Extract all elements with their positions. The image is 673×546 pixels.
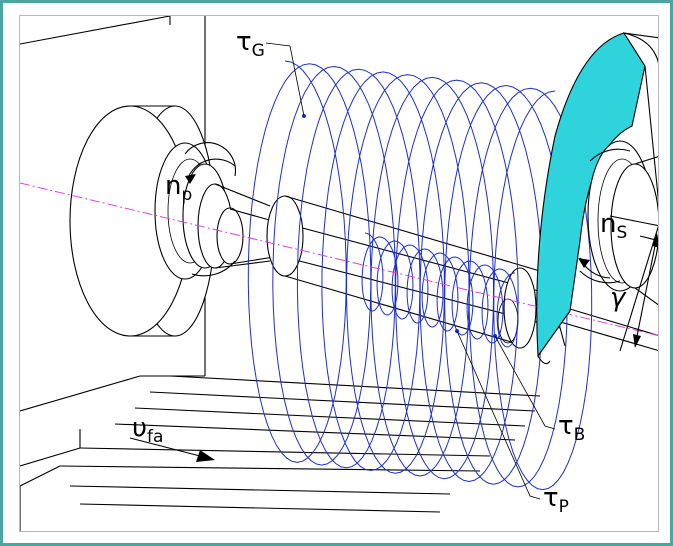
label-n-s: nS bbox=[600, 209, 627, 243]
label-tau-p: τP bbox=[543, 483, 569, 517]
label-gamma: γ bbox=[610, 283, 627, 313]
rotation-arrow-p bbox=[185, 158, 236, 184]
workpiece-helix bbox=[361, 232, 519, 348]
drawing-area: τG np nS γ υfa τB τP bbox=[19, 15, 659, 532]
label-n-p: np bbox=[165, 171, 192, 205]
grinding-wheel bbox=[536, 32, 658, 365]
leader-tau-g bbox=[265, 42, 305, 117]
helix-p-path bbox=[361, 232, 519, 348]
leader-tau-p bbox=[456, 330, 541, 500]
feed-arrow bbox=[129, 437, 215, 462]
label-tau-g: τG bbox=[236, 27, 265, 61]
grinding-diagram: τG np nS γ υfa τB τP bbox=[20, 16, 658, 531]
machine-bed bbox=[20, 16, 658, 531]
gamma-dimension bbox=[609, 215, 658, 352]
label-v-fa: υfa bbox=[132, 413, 163, 447]
rotation-arrow-s bbox=[578, 257, 611, 279]
label-tau-b: τB bbox=[558, 411, 585, 445]
headstock bbox=[69, 105, 271, 337]
leader-tau-b bbox=[494, 335, 556, 430]
